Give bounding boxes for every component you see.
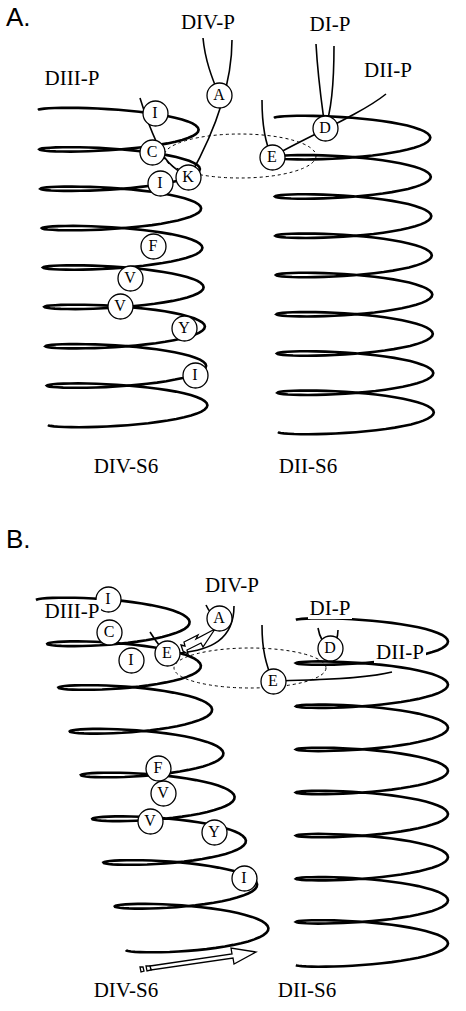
pore-outline xyxy=(174,648,326,688)
residue-circle: I xyxy=(182,362,209,389)
panel-label: A. xyxy=(4,4,33,31)
residue-circle: D xyxy=(317,635,344,662)
residue-letter: F xyxy=(149,238,158,254)
residue-letter: A xyxy=(213,610,225,626)
residue-letter: F xyxy=(154,760,163,776)
residue-circle: V xyxy=(107,293,134,320)
residue-circle: K xyxy=(175,164,202,191)
p-loop xyxy=(273,672,392,681)
residue-letter: I xyxy=(105,591,110,607)
residue-letter: K xyxy=(182,169,194,185)
residue-circle: D xyxy=(312,115,339,142)
residue-letter: C xyxy=(147,144,158,160)
domain-label: DII-S6 xyxy=(277,455,339,477)
residue-letter: V xyxy=(114,298,126,314)
residue-letter: V xyxy=(157,785,169,801)
residue-letter: A xyxy=(213,87,225,103)
residue-letter: Y xyxy=(178,320,190,336)
residue-letter: V xyxy=(124,270,136,286)
residue-circle: Y xyxy=(201,819,228,846)
residue-circle: A xyxy=(206,605,233,632)
domain-label: DII-P xyxy=(374,641,426,663)
hollow-arrow xyxy=(150,948,256,970)
residue-letter: E xyxy=(162,645,172,661)
residue-circle: E xyxy=(260,668,287,695)
residue-circle: A xyxy=(206,82,233,109)
residue-circle: I xyxy=(142,100,169,127)
p-loop xyxy=(190,40,232,176)
residue-letter: Y xyxy=(208,824,220,840)
residue-letter: I xyxy=(128,652,133,668)
residue-circle: F xyxy=(145,755,172,782)
alpha-helix xyxy=(36,598,268,953)
residue-letter: I xyxy=(192,367,197,383)
domain-label: DII-P xyxy=(362,59,414,81)
residue-circle: C xyxy=(139,139,166,166)
residue-letter: I xyxy=(241,870,246,886)
residue-circle: V xyxy=(117,265,144,292)
domain-label: DIV-P xyxy=(203,574,261,596)
domain-label: DIV-S6 xyxy=(92,455,161,477)
residue-letter: I xyxy=(152,105,157,121)
arrow-tail xyxy=(140,966,151,972)
domain-label: DII-S6 xyxy=(276,979,338,1001)
residue-circle: I xyxy=(231,865,258,892)
alpha-helix xyxy=(274,116,434,434)
residue-letter: C xyxy=(104,624,115,640)
p-loop xyxy=(180,606,234,653)
alpha-helix xyxy=(38,108,207,427)
domain-label: DI-P xyxy=(308,597,353,619)
hollow-arrow xyxy=(181,629,215,654)
residue-letter: I xyxy=(157,175,162,191)
panel-label: B. xyxy=(4,526,33,553)
domain-label: DIII-P xyxy=(43,600,102,622)
residue-letter: E xyxy=(267,149,277,165)
domain-label: DI-P xyxy=(308,13,353,35)
domain-label: DIV-P xyxy=(179,11,237,33)
residue-letter: D xyxy=(324,640,336,656)
residue-letter: V xyxy=(144,813,156,829)
residue-circle: E xyxy=(154,640,181,667)
residue-circle: V xyxy=(150,780,177,807)
alpha-helix xyxy=(296,618,448,966)
residue-circle: C xyxy=(96,619,123,646)
residue-circle: Y xyxy=(171,315,198,342)
domain-label: DIV-S6 xyxy=(92,979,161,1001)
residue-circle: V xyxy=(137,808,164,835)
movement-arrows xyxy=(140,629,256,972)
residue-circle: I xyxy=(147,170,174,197)
p-loop xyxy=(272,94,386,157)
s6-helices xyxy=(36,108,448,967)
p-loop xyxy=(140,98,188,177)
p-loops xyxy=(140,38,392,688)
residue-circle: E xyxy=(259,144,286,171)
residue-circle: F xyxy=(140,233,167,260)
residue-letter: E xyxy=(268,673,278,689)
residue-circle: I xyxy=(118,647,145,674)
residue-letter: D xyxy=(319,120,331,136)
domain-label: DIII-P xyxy=(43,67,102,89)
